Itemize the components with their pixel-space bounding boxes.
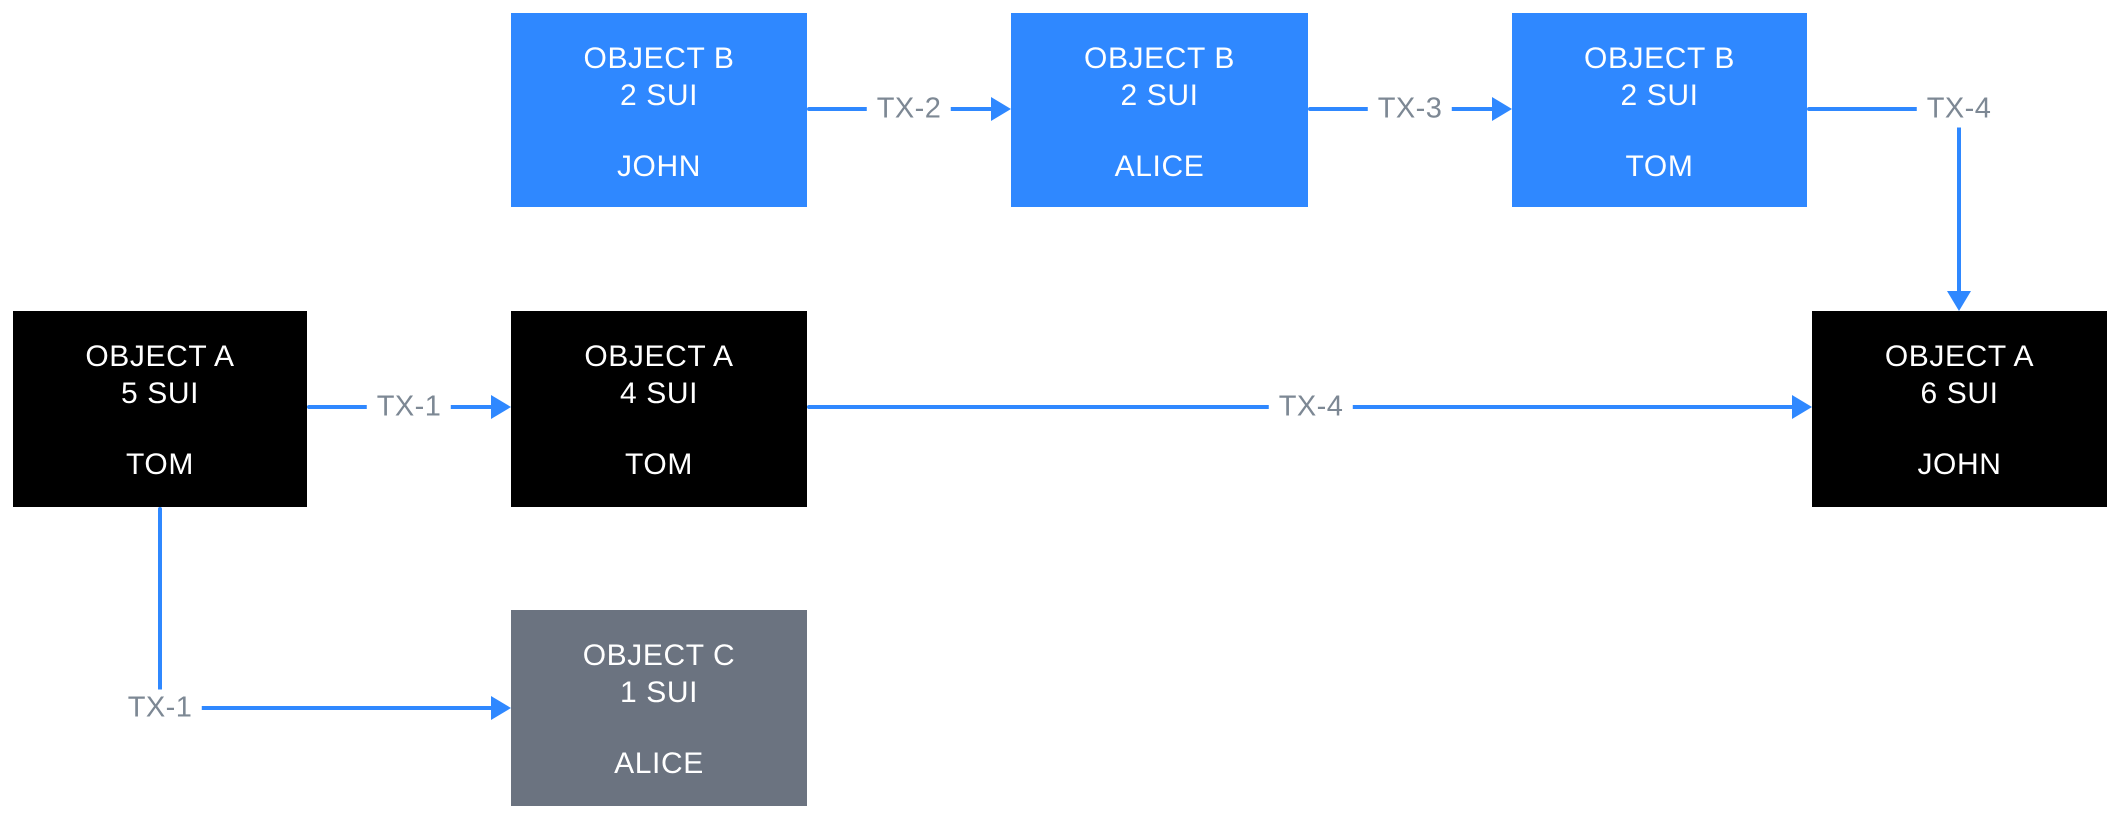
edge-label-tx-1: TX-1 — [366, 388, 452, 426]
node-title: OBJECT C — [582, 639, 736, 672]
node-amount: 4 SUI — [619, 377, 699, 410]
arrowhead-right-icon — [991, 97, 1011, 121]
node-amount: 6 SUI — [1920, 377, 1999, 410]
node-object-b-john: OBJECT B 2 SUI JOHN — [511, 13, 807, 207]
node-object-c-alice: OBJECT C 1 SUI ALICE — [511, 610, 807, 806]
node-title: OBJECT A — [584, 340, 734, 373]
edge-label-tx-1-bottom: TX-1 — [117, 689, 203, 727]
node-owner: TOM — [126, 448, 194, 481]
node-title: OBJECT B — [1084, 42, 1235, 75]
arrowhead-right-icon — [491, 696, 511, 720]
edge-line-tx-4-elbow-h — [1807, 107, 1961, 111]
node-owner: JOHN — [616, 150, 702, 183]
node-owner: JOHN — [1917, 448, 2002, 481]
node-object-a-tom-5: OBJECT A 5 SUI TOM — [13, 311, 307, 507]
node-amount: 2 SUI — [619, 79, 699, 112]
node-object-a-tom-4: OBJECT A 4 SUI TOM — [511, 311, 807, 507]
edge-label-tx-4-long: TX-4 — [1268, 388, 1354, 426]
node-owner: TOM — [625, 448, 693, 481]
edge-line-tx-1-elbow-h — [158, 706, 493, 710]
node-object-a-john-6: OBJECT A 6 SUI JOHN — [1812, 311, 2107, 507]
node-title: OBJECT B — [1584, 42, 1735, 75]
node-owner: ALICE — [1114, 150, 1205, 183]
node-owner: ALICE — [614, 747, 704, 780]
edge-label-tx-4-top: TX-4 — [1916, 90, 2002, 128]
arrowhead-right-icon — [1792, 395, 1812, 419]
node-object-b-tom: OBJECT B 2 SUI TOM — [1512, 13, 1807, 207]
edge-label-tx-3: TX-3 — [1367, 90, 1453, 128]
node-title: OBJECT A — [85, 340, 235, 373]
arrowhead-right-icon — [1492, 97, 1512, 121]
arrowhead-down-icon — [1947, 291, 1971, 311]
node-title: OBJECT A — [1884, 340, 2035, 373]
node-object-b-alice: OBJECT B 2 SUI ALICE — [1011, 13, 1308, 207]
node-owner: TOM — [1625, 150, 1694, 183]
node-amount: 2 SUI — [1120, 79, 1199, 112]
node-amount: 1 SUI — [619, 676, 699, 709]
edge-line-tx-4-elbow-v — [1957, 107, 1961, 293]
node-amount: 5 SUI — [120, 377, 200, 410]
node-amount: 2 SUI — [1620, 79, 1699, 112]
edge-line-tx-1-elbow-v — [158, 507, 162, 708]
edge-label-tx-2: TX-2 — [866, 90, 952, 128]
arrowhead-right-icon — [491, 395, 511, 419]
node-title: OBJECT B — [583, 42, 735, 75]
